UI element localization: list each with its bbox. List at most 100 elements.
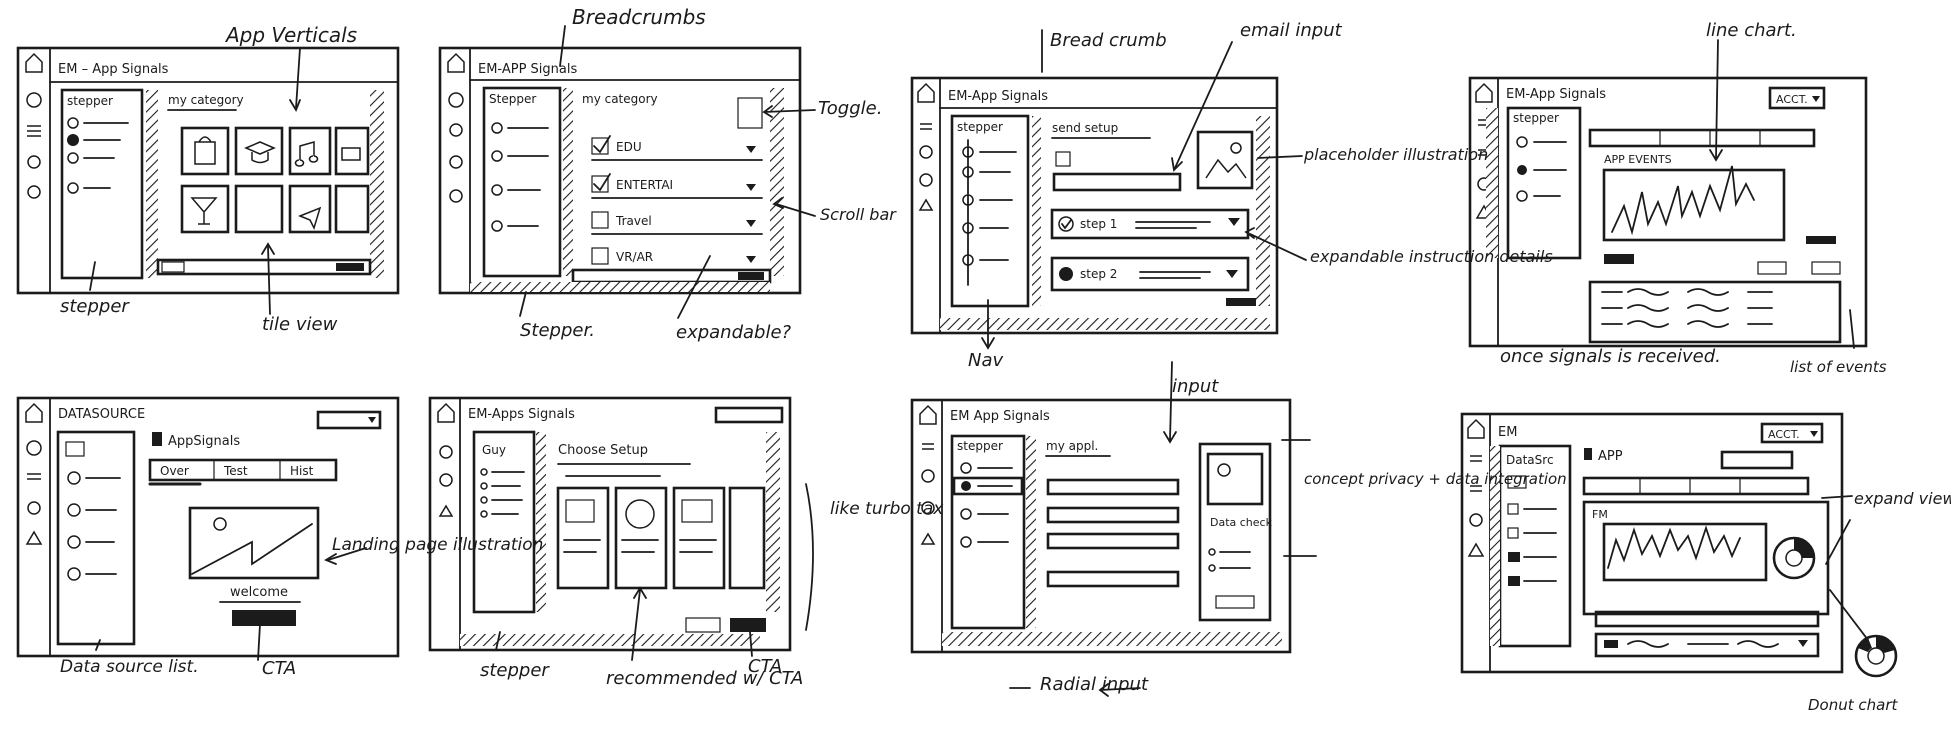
home-icon[interactable] [919,404,937,425]
nav-icon-4[interactable] [918,198,934,211]
tab-history[interactable]: Hist [290,464,314,478]
email-input[interactable] [1052,172,1182,192]
annotation-arrows [89,25,1869,697]
wire1-category: my category [168,93,244,107]
nav-icon-3[interactable] [919,173,933,187]
cta-button[interactable] [730,618,766,632]
label-tile-view: tile view [262,314,338,335]
tile[interactable] [334,184,370,234]
nav-icon-1[interactable] [26,92,42,108]
wire8-title: EM [1498,425,1517,440]
wire7-side-label: Data check [1210,516,1273,529]
nav-icon-2[interactable] [449,123,463,137]
text-input[interactable] [1046,478,1180,496]
wireframe-list-view: EM-APP Signals Stepper my category EDU E… [438,46,802,295]
tile[interactable] [180,184,230,234]
home-icon[interactable] [437,402,455,423]
wire7-stepper-label: stepper [957,439,1003,453]
label-radial-input: Radial input [1040,674,1149,695]
wire3-setup: send setup [1052,121,1118,135]
nav-icon-2[interactable] [919,145,933,159]
list-row[interactable] [1594,632,1820,658]
label-cta-1: CTA [262,658,296,679]
wire5-dropdown[interactable] [316,410,382,430]
list-row[interactable] [1594,610,1820,628]
step2-expandable[interactable] [1050,256,1250,292]
wireframe-datasource-landing: DATASOURCE AppSignals Over Test Hist wel… [16,396,400,658]
label-like-turbo: like turbo tax [830,499,944,519]
line-chart-series [1611,165,1755,236]
tile[interactable] [234,184,284,234]
wire1-stepper-panel [60,88,144,280]
tile[interactable] [288,126,332,176]
tile[interactable] [288,184,332,234]
toggle-icon[interactable] [737,97,763,129]
tab-bar[interactable] [1588,128,1816,148]
search-icon[interactable] [65,441,85,457]
wireframe-expand-view: EM ACCT. DataSrc APP FM [1460,412,1844,674]
wire6-dropdown[interactable] [714,406,784,424]
label-cta-2: CTA [748,656,782,677]
wire7-app: my appl. [1046,439,1098,453]
account-dropdown[interactable] [1768,86,1826,110]
tab-test[interactable]: Test [223,464,248,478]
wire8-select[interactable] [1720,450,1794,470]
checkbox[interactable] [591,211,609,229]
text-input[interactable] [1046,532,1180,550]
wire1-title: EM – App Signals [58,62,169,77]
home-icon[interactable] [1467,418,1485,439]
wire3-stepper-panel [950,114,1030,308]
checkbox[interactable] [591,247,609,265]
wire1-stepper-label: stepper [67,94,113,108]
wire8-chart-label: FM [1592,508,1608,521]
home-icon[interactable] [1475,82,1493,103]
recommended-card[interactable] [556,486,610,590]
wire8-app: APP [1598,449,1623,464]
wire6-frame [428,396,792,652]
tile[interactable] [334,126,370,176]
tile[interactable] [180,126,230,176]
data-source-list [56,430,136,646]
nav-icon-4[interactable] [27,185,41,199]
label-breadcrumbs-2: Bread crumb [1050,30,1167,51]
recommended-card[interactable] [614,486,668,590]
label-breadcrumbs-1: Breadcrumbs [572,5,706,29]
text-input[interactable] [1046,506,1180,524]
nav-icon-4[interactable] [449,189,463,203]
home-icon[interactable] [917,82,935,103]
label-expand-view: expand view [1854,489,1951,508]
label-recommended: recommended w/ CTA [606,668,803,689]
home-icon[interactable] [25,402,43,423]
home-icon[interactable] [447,52,465,73]
placeholder-illustration [1196,130,1254,190]
recommended-card[interactable] [728,486,766,590]
wireframe-line-chart: EM-App Signals ACCT. stepper APP EVENTS [1468,76,1868,348]
tab-bar[interactable] [1582,476,1810,496]
nav-icon-1[interactable] [448,92,464,108]
wire6-title: EM-Apps Signals [468,407,575,422]
search-icon[interactable] [1757,261,1787,275]
filter-icon[interactable] [1811,261,1841,275]
account-dropdown[interactable] [1760,422,1824,444]
step1-expandable[interactable] [1050,208,1250,240]
tile[interactable] [234,126,284,176]
home-icon[interactable] [25,52,43,73]
tab-overview[interactable]: Over [160,464,189,478]
privacy-illustration [1206,452,1264,506]
checkbox[interactable] [591,175,609,193]
label-app-verticals: App Verticals [224,23,357,47]
label-list-events: list of events [1790,358,1887,376]
back-button[interactable] [685,617,721,633]
radial-input[interactable] [1046,570,1180,588]
email-checkbox[interactable] [1055,151,1071,167]
step1-label: step 1 [1080,217,1117,231]
wire4-frame [1468,76,1868,348]
nav-icon-3[interactable] [27,155,41,169]
cta-button[interactable] [232,610,296,626]
nav-icon-3[interactable] [449,155,463,169]
account-dropdown-label: ACCT. [1768,428,1800,441]
wireframe-recommended: EM-Apps Signals Guy Choose Setup [428,396,792,652]
wire5-welcome: welcome [230,585,288,600]
recommended-card[interactable] [672,486,726,590]
checkbox[interactable] [591,137,609,155]
